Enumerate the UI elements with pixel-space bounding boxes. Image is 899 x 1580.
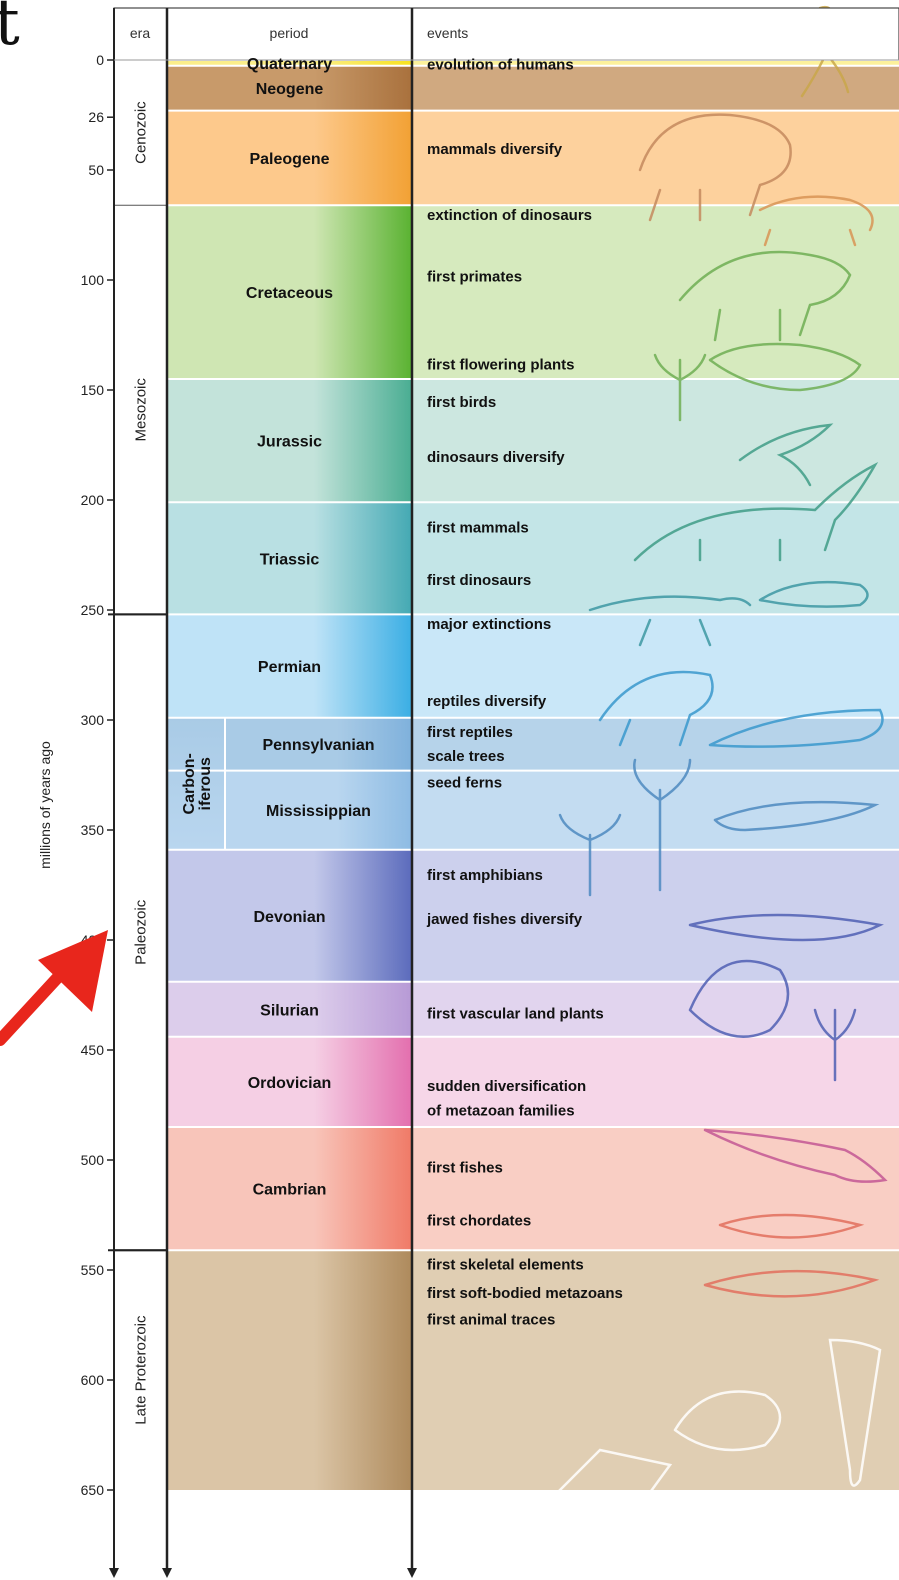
axis-title: millions of years ago: [37, 741, 53, 869]
period-label-jurassic: Jurassic: [257, 434, 322, 451]
tick-label-250: 250: [81, 602, 105, 618]
column-arrowhead: [162, 1568, 172, 1578]
period-label-devonian: Devonian: [253, 909, 325, 926]
event-label-1: mammals diversify: [427, 141, 563, 158]
carboniferous-label-line2: iferous: [197, 757, 214, 810]
event-label-9: major extinctions: [427, 616, 551, 633]
era-label-late-proterozoic: Late Proterozoic: [133, 1315, 150, 1425]
period-label-quaternary: Quaternary: [247, 56, 332, 73]
carboniferous-label-line1: Carbon-: [181, 753, 198, 814]
event-label-8: first dinosaurs: [427, 572, 531, 589]
event-label-7: first mammals: [427, 519, 529, 536]
tick-label-200: 200: [81, 492, 105, 508]
event-label-19: first fishes: [427, 1160, 503, 1177]
header-row: [114, 8, 899, 60]
period-label-permian: Permian: [258, 659, 321, 676]
period-label-cretaceous: Cretaceous: [246, 285, 333, 302]
period-label-silurian: Silurian: [260, 1002, 319, 1019]
header-events: events: [427, 25, 468, 41]
period-label-mississippian: Mississippian: [266, 803, 371, 820]
event-label-21: first skeletal elements: [427, 1256, 584, 1273]
header-era: era: [130, 25, 150, 41]
period-label-pennsylvanian: Pennsylvanian: [262, 737, 374, 754]
arrow-shaft: [0, 975, 60, 1040]
period-label-ordovician: Ordovician: [248, 1075, 332, 1092]
period-label-neogene: Neogene: [256, 81, 324, 98]
tick-label-550: 550: [81, 1262, 105, 1278]
event-label-17: sudden diversification: [427, 1078, 586, 1095]
event-label-15: jawed fishes diversify: [426, 911, 583, 928]
arrow-head: [38, 930, 108, 1012]
event-label-23: first animal traces: [427, 1311, 555, 1328]
era-label-paleozoic: Paleozoic: [133, 899, 150, 965]
event-label-10: reptiles diversify: [427, 693, 547, 710]
axis-ticks: 0265010015020025030035040045050055060065…: [81, 52, 114, 1498]
event-label-14: first amphibians: [427, 867, 543, 884]
period-label-paleogene: Paleogene: [249, 151, 329, 168]
tick-label-300: 300: [81, 712, 105, 728]
event-label-6: dinosaurs diversify: [427, 449, 565, 466]
carboniferous-label: Carbon-iferous: [181, 753, 214, 814]
event-label-13: seed ferns: [427, 775, 502, 792]
event-label-0: evolution of humans: [427, 56, 574, 73]
period-label-triassic: Triassic: [260, 551, 320, 568]
event-label-11: first reptiles: [427, 724, 513, 741]
event-label-5: first birds: [427, 394, 496, 411]
tick-label-26: 26: [88, 109, 104, 125]
tick-label-100: 100: [81, 272, 105, 288]
tick-label-0: 0: [96, 52, 104, 68]
tick-label-500: 500: [81, 1152, 105, 1168]
tick-label-600: 600: [81, 1372, 105, 1388]
annotation-arrow: [0, 930, 108, 1040]
tick-label-50: 50: [88, 162, 104, 178]
event-label-2: extinction of dinosaurs: [427, 207, 592, 224]
era-label-mesozoic: Mesozoic: [133, 378, 150, 442]
event-band-cretaceous: [412, 205, 899, 379]
tick-label-450: 450: [81, 1042, 105, 1058]
event-label-20: first chordates: [427, 1212, 531, 1229]
period-band-proterozoic: [167, 1250, 412, 1490]
event-label-16: first vascular land plants: [427, 1006, 604, 1023]
era-column: [108, 60, 167, 1490]
tick-label-650: 650: [81, 1482, 105, 1498]
header-period: period: [270, 25, 309, 41]
era-label-cenozoic: Cenozoic: [133, 101, 150, 164]
event-label-18: of metazoan families: [427, 1102, 575, 1119]
event-label-4: first flowering plants: [427, 357, 575, 374]
axis-arrowhead: [109, 1568, 119, 1578]
tick-label-350: 350: [81, 822, 105, 838]
event-label-12: scale trees: [427, 748, 505, 765]
column-arrowhead: [407, 1568, 417, 1578]
event-label-3: first primates: [427, 269, 522, 286]
period-label-cambrian: Cambrian: [253, 1182, 327, 1199]
corner-glyph: t: [0, 0, 20, 60]
tick-label-150: 150: [81, 382, 105, 398]
event-label-22: first soft-bodied metazoans: [427, 1285, 623, 1302]
era-column-bg: [114, 60, 167, 1250]
